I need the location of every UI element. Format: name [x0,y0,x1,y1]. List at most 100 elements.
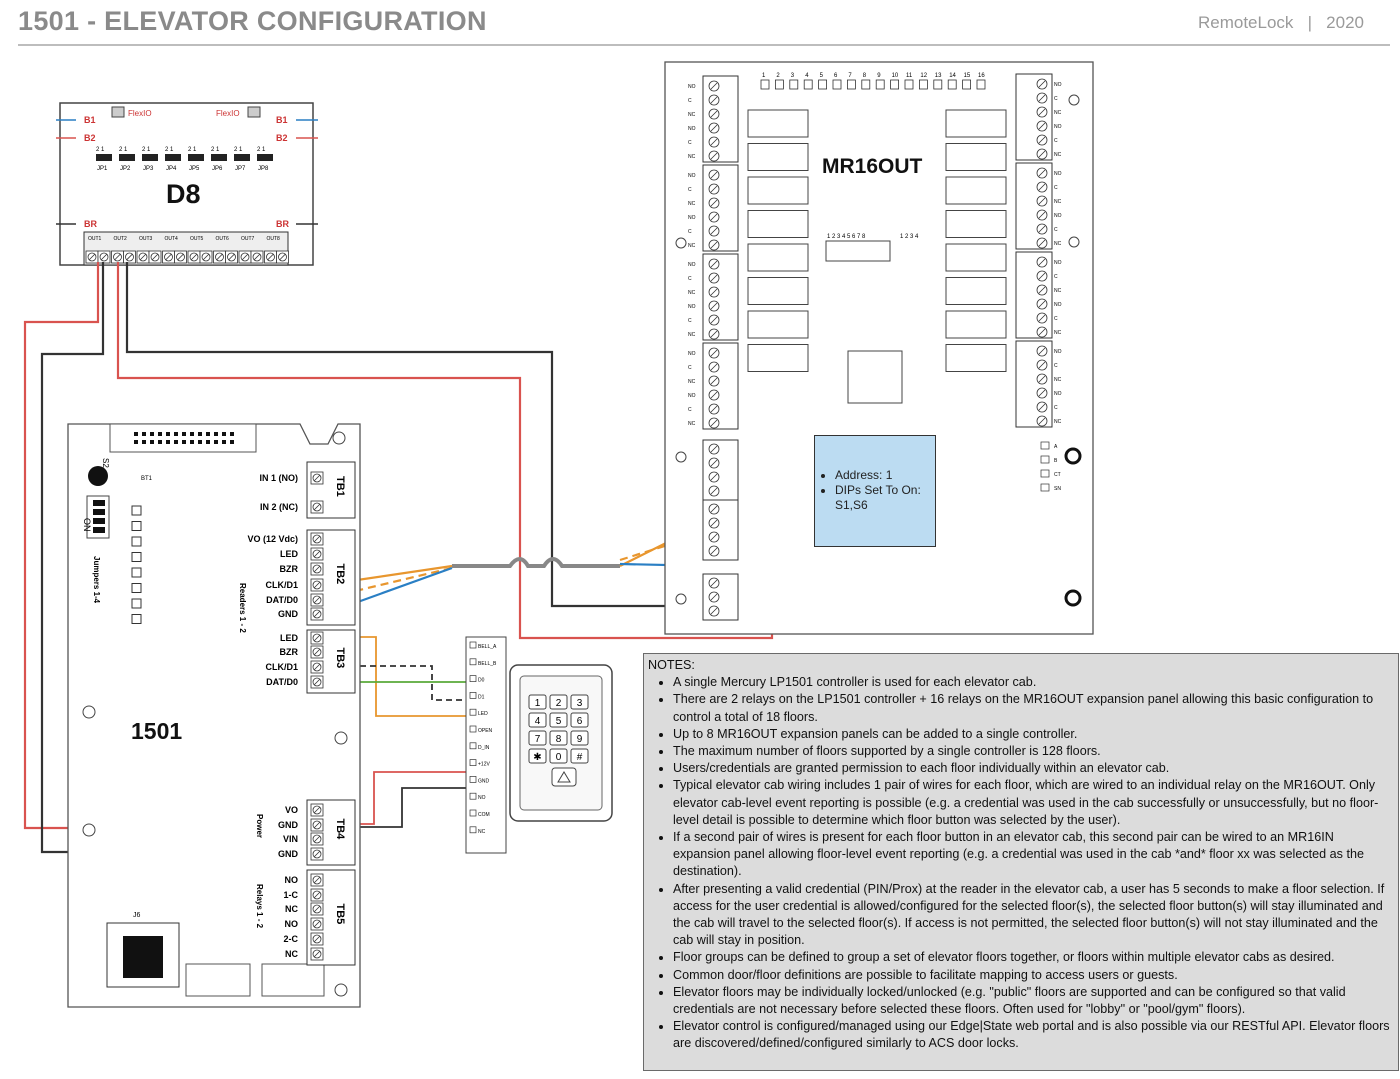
controller-terminal-label: NC [285,949,298,959]
terminal-screw-slot [1038,122,1046,130]
controller-terminal-label: BZR [280,647,299,657]
relay-led [760,79,770,90]
reader-pin-label: D_IN [478,745,490,751]
controller-terminal-label: NO [285,919,299,929]
side-jumper [1040,441,1050,450]
output-label: OUT8 [267,236,281,242]
reader-pin-label: BELL_A [478,644,497,650]
terminal-label: C [1054,138,1058,144]
terminal-label: C [1054,363,1058,369]
output-terminal-slot [267,253,274,261]
relay-led [933,79,943,90]
relay-led [890,79,899,90]
brand-label: RemoteLock | 2020 [1197,13,1364,32]
mr16out-terminal-block-left [702,164,739,252]
terminal-screw-slot [710,593,718,601]
terminal-label: NO [688,351,696,357]
relay-led [818,79,827,90]
keypad-key-label: 3 [577,698,583,709]
bus-label-b2-right: B2 [276,133,288,143]
reader-pin-label: +12V [478,762,490,768]
reader-pin [469,641,477,649]
notes-item: Typical elevator cab wiring includes 1 p… [673,777,1394,829]
terminal-screw-slot [1038,403,1046,411]
relay-number-label: 7 [848,73,852,79]
controller-terminal-slot [313,891,321,899]
j6-label: J6 [133,912,141,919]
bt1-label: BT1 [141,476,153,482]
output-terminal-slot [88,253,96,261]
terminal-screw-slot [710,459,718,467]
terminal-label: C [688,140,692,146]
controller-terminal-slot [313,550,321,558]
terminal-label: NO [1054,124,1062,130]
relay-left [747,277,809,305]
terminal-screw-slot [1038,417,1046,425]
header-pin [222,432,226,436]
terminal-screw-slot [710,241,718,249]
relay-led [803,79,813,90]
reader-pin [469,809,477,817]
controller-mount-hole-tr [332,431,346,445]
dip-toggle [93,509,105,515]
terminal-block-label: TB4 [334,819,346,841]
jumper-pin-label: 2 1 [211,147,220,153]
mr16out-bus-terminal-block [702,439,739,501]
header-pin [190,440,194,444]
relay-right [945,344,1007,372]
header-pin [142,440,146,444]
header-pin [150,440,154,444]
flexio-connector-right [247,106,261,118]
dip-setting-item: DIPs Set To On: S1,S6 [835,483,931,513]
relays-label: Relays 1 - 2 [255,884,264,929]
header-pin [134,440,138,444]
relay-led [832,79,842,90]
jumper-label: JP5 [189,166,200,172]
controller-terminal-slot [313,535,321,543]
bus-label-br-left: BR [84,219,97,229]
header-pin [198,440,202,444]
terminal-label: C [1054,316,1058,322]
terminal-label: NO [1054,391,1062,397]
controller-terminal-label: 1-C [283,890,298,900]
output-terminal-slot [253,253,261,261]
terminal-screw-slot [1038,225,1046,233]
controller-terminal-label: DAT/D0 [266,677,298,687]
terminal-label: NO [688,215,696,221]
jumper-box [131,598,142,609]
terminal-label: NC [688,332,696,338]
notes-item: Floor groups can be defined to group a s… [673,949,1394,966]
header-pin [134,432,138,436]
side-label: SN [1054,486,1061,492]
terminal-screw-slot [1038,197,1046,205]
controller-terminal-label: VIN [283,834,298,844]
keypad-key [570,730,589,746]
controller-terminal-slot [313,596,321,604]
header-pin [214,432,218,436]
jumper-pin-label: 2 1 [142,147,151,153]
mr16out-terminal-block-left [702,75,739,163]
notes-heading: NOTES: [648,658,695,672]
terminal-screw-slot [1038,389,1046,397]
keypad-key-label: 1 [535,698,541,709]
keypad-key [570,712,589,728]
controller-mount-hole-bl [82,823,96,837]
terminal-label: NO [1054,302,1062,308]
readers-label: Readers 1 - 2 [238,583,247,633]
controller-terminal-slot [313,581,321,589]
controller-terminal-label: GND [278,820,299,830]
terminal-screw-slot [710,138,718,146]
terminal-label: C [688,98,692,104]
relay-right [945,277,1007,305]
terminal-screw-slot [710,391,718,399]
terminal-screw-slot [710,547,718,555]
header-pin [166,440,170,444]
flexio-label-left: FlexIO [128,109,152,118]
wire-black-gnd-reader [328,787,474,828]
reader-pin-label: GND [478,778,490,784]
header-pin [182,440,186,444]
jumper-block [142,154,158,161]
terminal-screw-slot [710,302,718,310]
relay-right [945,243,1007,272]
